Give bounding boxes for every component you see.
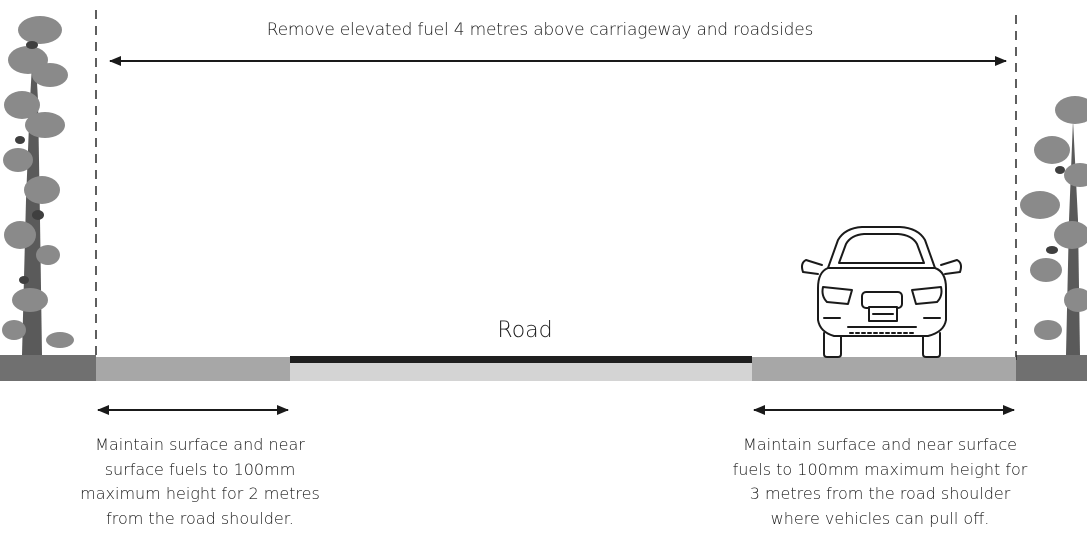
right-shoulder [752,357,1016,381]
road-surface [290,356,752,363]
road-label: Road [497,318,553,343]
elevated-fuel-label: Remove elevated fuel 4 metres above carr… [266,20,814,40]
left-shoulder-note: Maintain surface and near surface fuels … [80,435,320,528]
right-tree-icon [1016,96,1087,381]
left-tree-icon [0,16,96,381]
road-base [290,362,752,381]
right-shoulder-note: Maintain surface and near surface fuels … [732,435,1028,528]
car-front-icon [801,226,962,358]
left-shoulder [96,357,290,381]
